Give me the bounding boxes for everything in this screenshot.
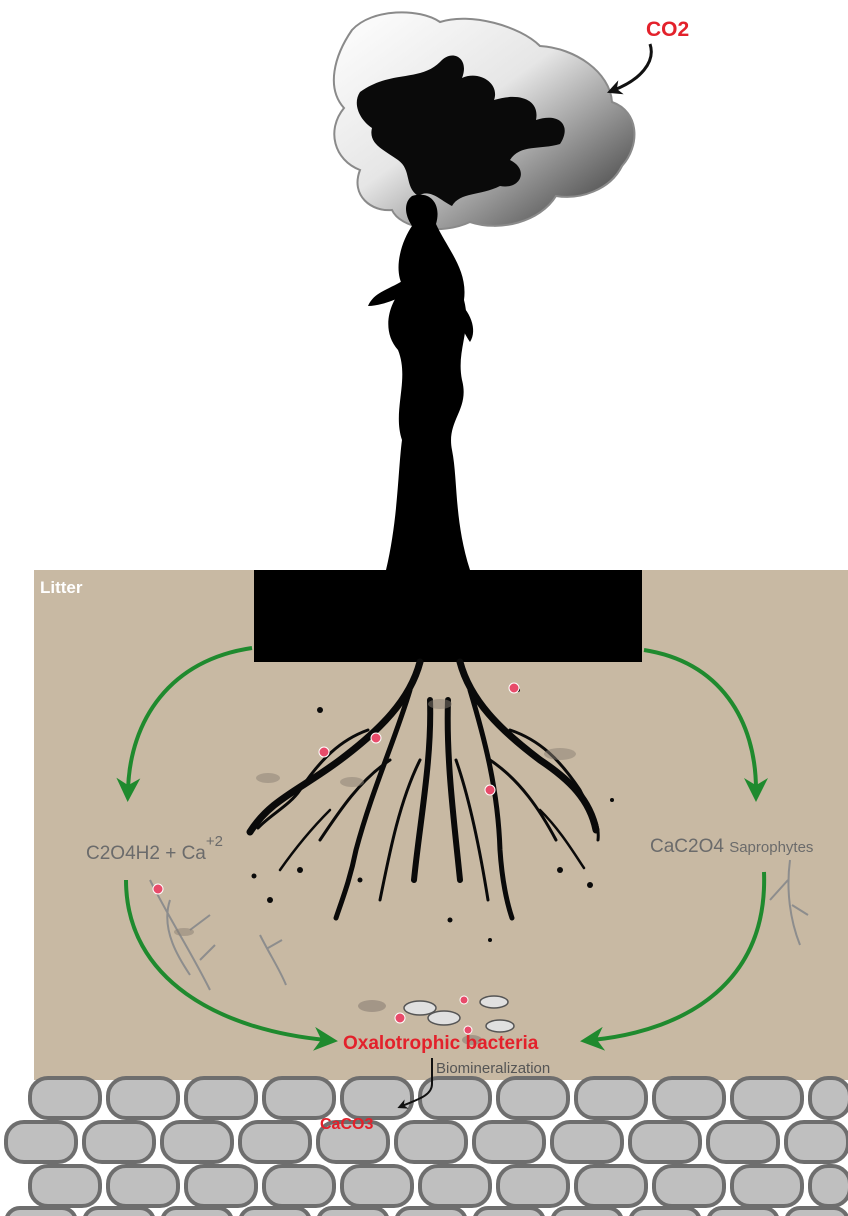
calcium-oxalate-label: CaC2O4 Saprophytes — [650, 836, 813, 858]
biomineralization-label: Biomineralization — [436, 1060, 550, 1077]
oxalic-acid-formula: C2O4H2 + Ca — [86, 843, 206, 864]
calcium-oxalate-formula: CaC2O4 — [650, 836, 724, 857]
saprophytes-label: Saprophytes — [729, 839, 813, 856]
litter-label: Litter — [40, 578, 83, 598]
co2-arrow — [614, 44, 651, 90]
calcium-charge: +2 — [206, 833, 223, 850]
calcium-carbonate-label: CaCO3 — [320, 1116, 373, 1134]
oxalotrophic-bacteria-label: Oxalotrophic bacteria — [343, 1033, 538, 1055]
tree-silhouette-icon — [334, 12, 635, 570]
oxalic-acid-calcium-label: C2O4H2 + Ca+2 — [86, 843, 223, 865]
carbonate-rock-layer — [6, 1078, 848, 1216]
tree-trunk — [386, 195, 470, 570]
co2-label: CO2 — [646, 18, 689, 42]
tree-base-block — [254, 570, 642, 662]
